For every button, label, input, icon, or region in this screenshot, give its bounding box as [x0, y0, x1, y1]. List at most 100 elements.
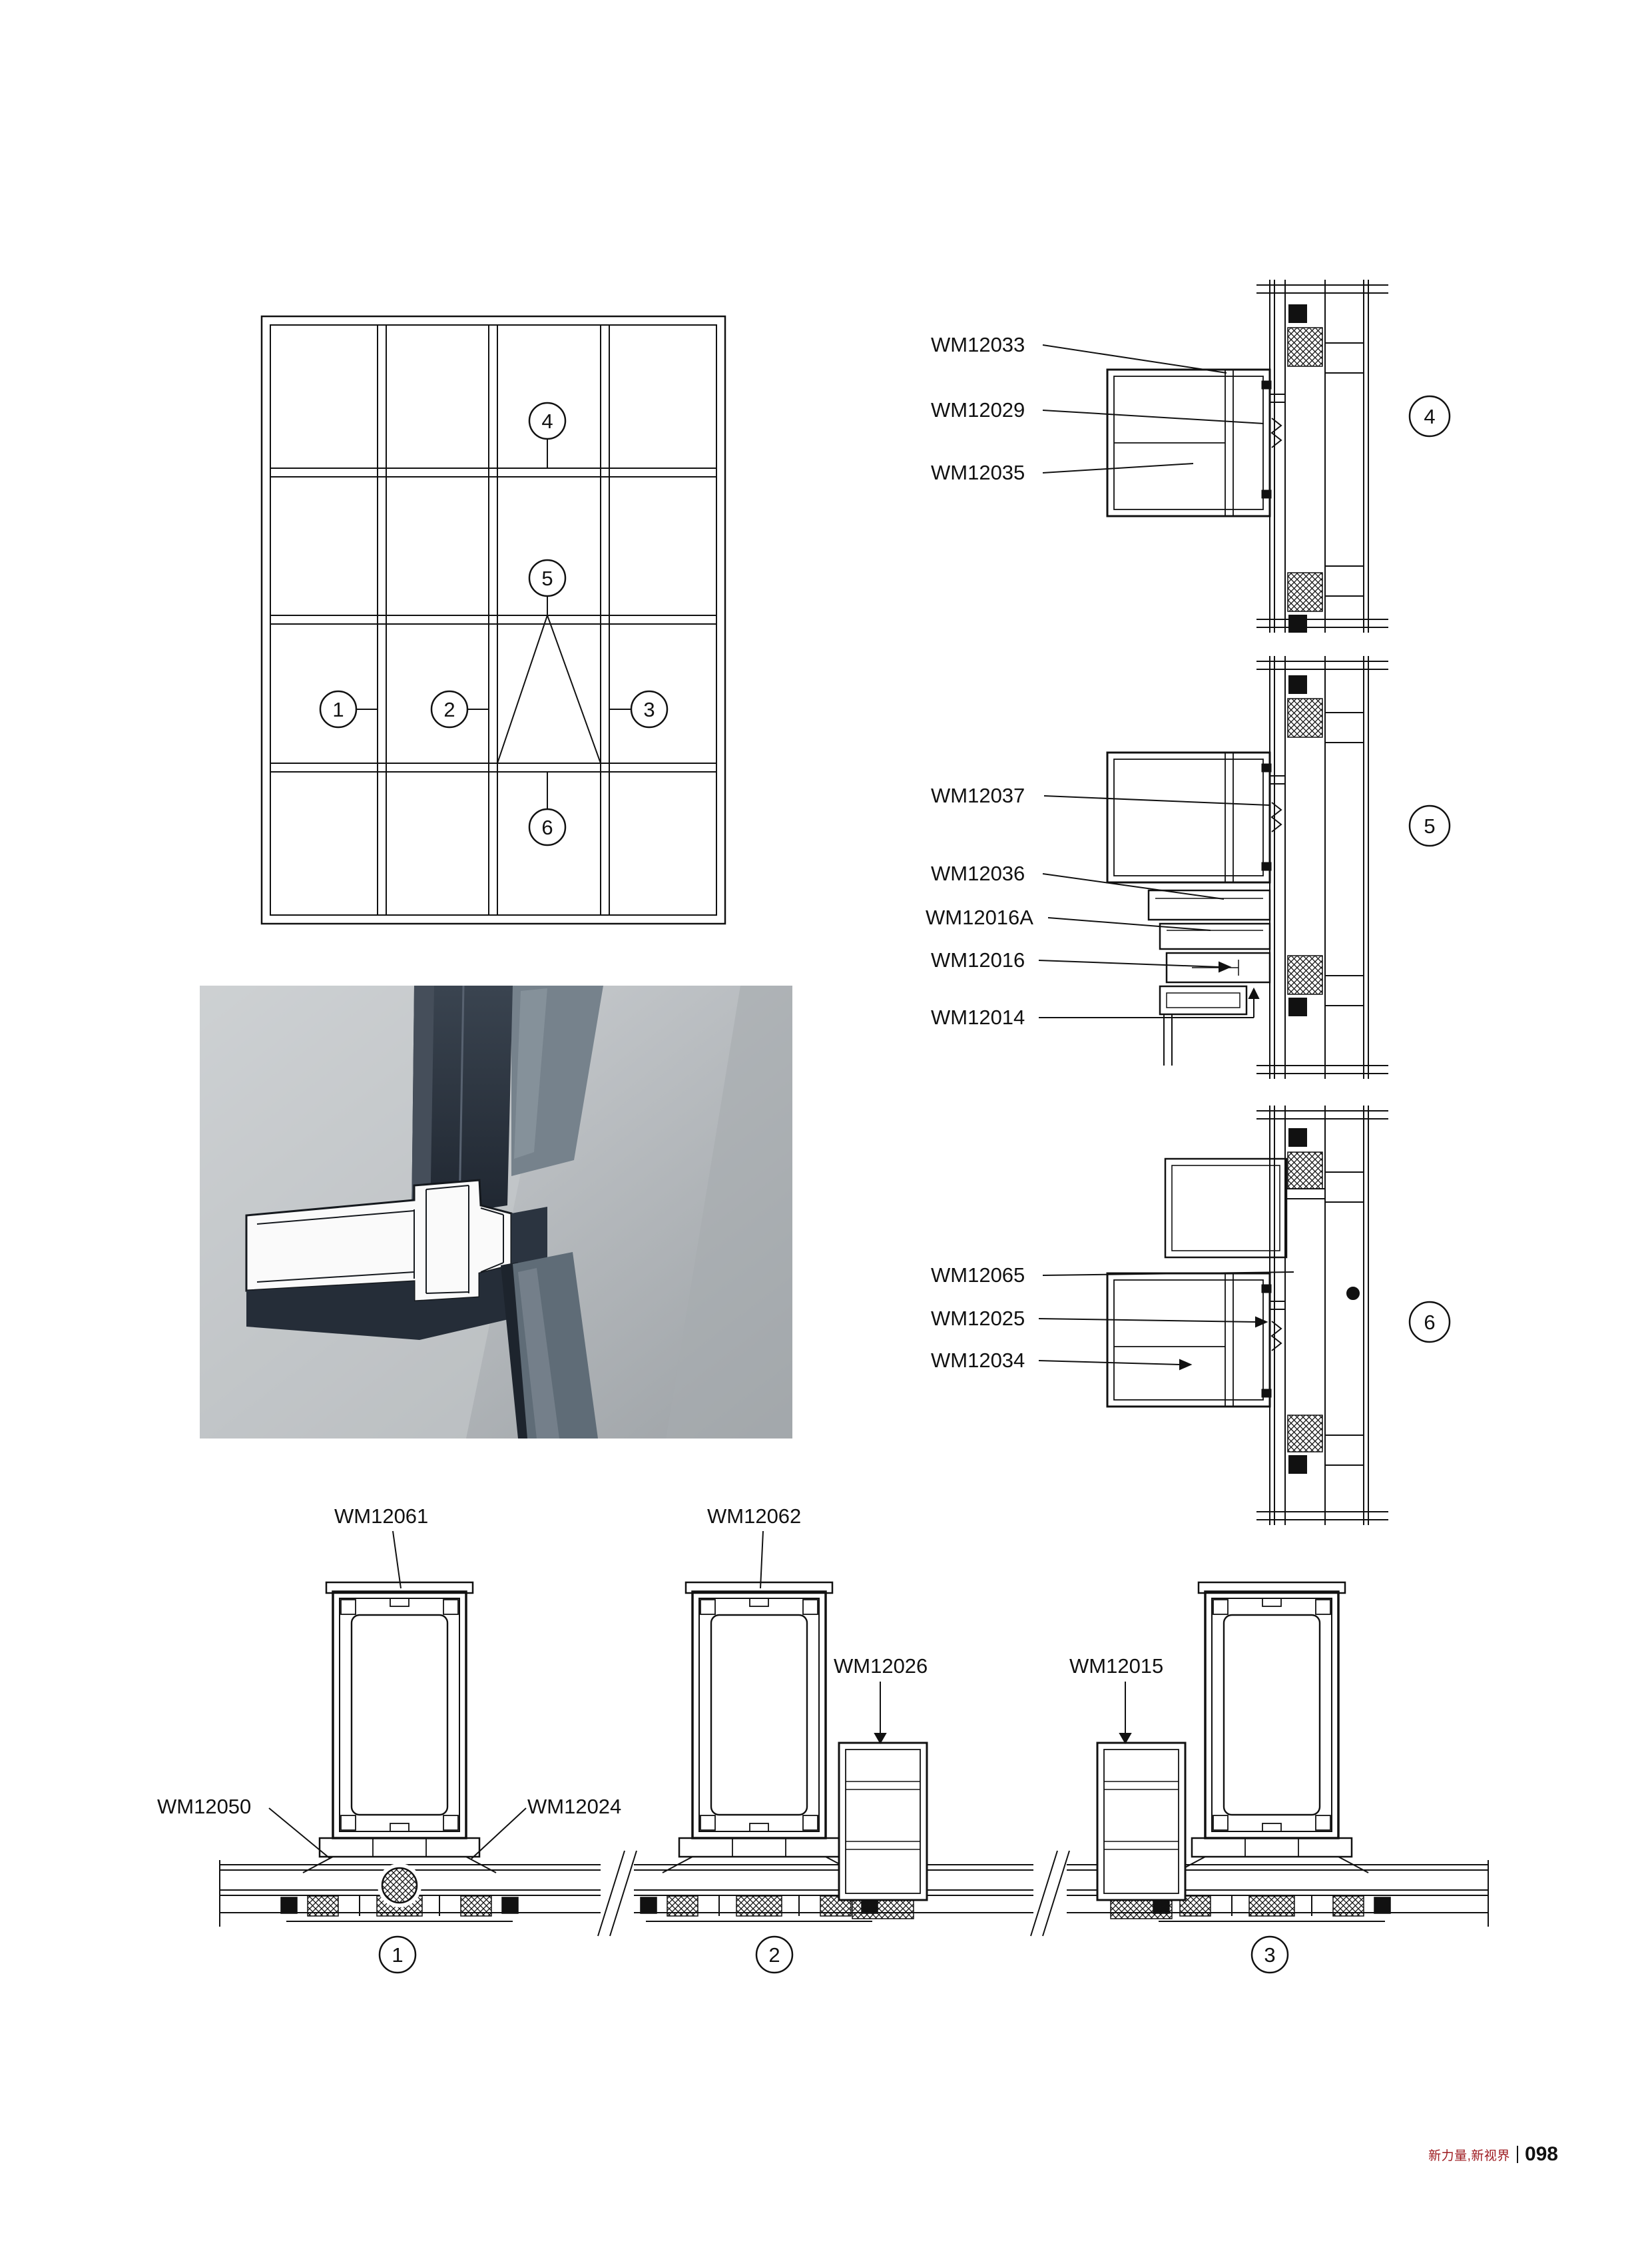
arrowhead	[1248, 987, 1260, 999]
thermal-break	[1270, 418, 1282, 448]
arrowhead	[874, 1733, 887, 1745]
marker-text: 2	[768, 1943, 780, 1967]
sash-profile	[1106, 751, 1285, 884]
head-profile	[1164, 1157, 1325, 1259]
section-marker-4: 4	[1408, 395, 1451, 438]
marker-text: 5	[1424, 814, 1435, 838]
curtainwall-column	[1256, 280, 1388, 633]
section-detail-5-drawing: WM12037 WM12036 WM12016A WM12016 WM12014…	[926, 656, 1451, 1079]
elevation-frame	[260, 315, 726, 925]
curtainwall-column	[1256, 1106, 1388, 1525]
part-label: WM12034	[931, 1349, 1025, 1372]
marker-leaders	[356, 439, 631, 809]
footer-brand: 新力量,新视界	[1428, 2148, 1510, 2163]
thermal-break	[1270, 802, 1282, 832]
render-3d-image	[200, 986, 792, 1439]
part-label: WM12035	[931, 461, 1025, 484]
insulation-hatch	[1287, 572, 1323, 612]
sash-jamb-3	[1096, 1742, 1187, 1919]
label-leaders	[1042, 344, 1264, 474]
spline-roller	[378, 1863, 421, 1907]
part-label: WM12065	[931, 1263, 1025, 1287]
marker-text: 6	[1424, 1311, 1435, 1334]
insulation-hatch	[1287, 1151, 1323, 1189]
insulation-hatch	[1287, 327, 1323, 367]
arrowhead	[1179, 1359, 1193, 1371]
footer-divider	[1516, 2146, 1518, 2163]
section-detail-6-drawing: WM12065 WM12025 WM12034 6	[931, 1106, 1451, 1525]
part-label: WM12037	[931, 784, 1025, 807]
part-label: WM12026	[834, 1654, 928, 1678]
label-leaders	[268, 1530, 1132, 1859]
plan-details-drawing: WM12061 WM12050 WM12024 WM12062 WM12026 …	[157, 1504, 1489, 1974]
sash-profile	[1106, 368, 1285, 517]
section-marker-5: 5	[528, 559, 567, 597]
part-label: WM12062	[707, 1504, 801, 1528]
label-leaders	[1038, 1271, 1294, 1371]
gasket-dot	[1346, 1287, 1360, 1300]
marker-text: 3	[643, 698, 655, 721]
part-label: WM12024	[527, 1795, 621, 1818]
footer-page-number: 098	[1524, 2143, 1558, 2165]
elevation-grid-drawing: 4 5 1 2 3 6	[260, 315, 726, 925]
section-marker-1: 1	[319, 690, 358, 729]
arrowhead	[1119, 1733, 1132, 1745]
label-leaders	[1038, 795, 1270, 1018]
sash-jamb-2	[838, 1742, 928, 1919]
section-marker-6: 6	[1408, 1301, 1451, 1343]
curtainwall-column	[1256, 656, 1388, 1079]
section-marker-5: 5	[1408, 804, 1451, 847]
thermal-break	[1270, 1321, 1282, 1351]
insulation-hatch	[1287, 955, 1323, 995]
marker-text: 1	[392, 1943, 403, 1967]
part-label: WM12016A	[926, 906, 1033, 929]
section-marker-6: 6	[528, 808, 567, 846]
marker-text: 5	[541, 567, 553, 590]
section-detail-4-drawing: WM12033 WM12029 WM12035 4	[931, 280, 1451, 633]
gasket-block	[1288, 615, 1307, 633]
mullion-section-3	[1175, 1581, 1369, 1873]
gasket-block	[1288, 998, 1307, 1016]
gasket-block	[1288, 675, 1307, 694]
mullion-section-2	[662, 1581, 856, 1873]
render-glass-lower	[501, 1252, 598, 1439]
part-label: WM12050	[157, 1795, 251, 1818]
part-label: WM12016	[931, 948, 1025, 972]
mullion-section-1	[302, 1581, 497, 1873]
render-glass-upper	[511, 986, 603, 1176]
section-marker-2: 2	[755, 1935, 794, 1974]
part-label: WM12029	[931, 398, 1025, 422]
marker-text: 4	[1424, 405, 1435, 428]
render-mullion	[412, 986, 513, 1220]
gasket-block	[1288, 1128, 1307, 1147]
gasket-block	[1288, 304, 1307, 323]
marker-text: 4	[541, 410, 553, 433]
part-label: WM12025	[931, 1307, 1025, 1330]
marker-text: 6	[541, 816, 553, 839]
opening-symbol	[497, 596, 601, 764]
arrowhead	[1219, 961, 1232, 973]
arrowhead	[1255, 1316, 1268, 1328]
gasket-block	[1288, 1455, 1307, 1474]
page-footer: 新力量,新视界 098	[1358, 2143, 1558, 2166]
marker-text: 2	[443, 698, 455, 721]
sash-profile	[1106, 1272, 1285, 1408]
marker-text: 3	[1264, 1943, 1275, 1967]
part-label: WM12061	[334, 1504, 428, 1528]
section-marker-1: 1	[378, 1935, 417, 1974]
insulation-hatch	[1287, 698, 1323, 738]
section-marker-4: 4	[528, 402, 567, 440]
insulation-hatch	[1287, 1415, 1323, 1452]
section-marker-3: 3	[630, 690, 669, 729]
glazing-fittings-3	[1153, 1895, 1391, 1917]
section-marker-2: 2	[430, 690, 469, 729]
marker-text: 1	[332, 698, 344, 721]
part-label: WM12033	[931, 333, 1025, 356]
transom-stack	[1147, 889, 1271, 1066]
break-marks	[597, 1850, 1070, 1937]
part-label: WM12036	[931, 862, 1025, 885]
part-label: WM12014	[931, 1006, 1025, 1029]
elevation-mullions	[270, 325, 716, 915]
part-label: WM12015	[1069, 1654, 1163, 1678]
